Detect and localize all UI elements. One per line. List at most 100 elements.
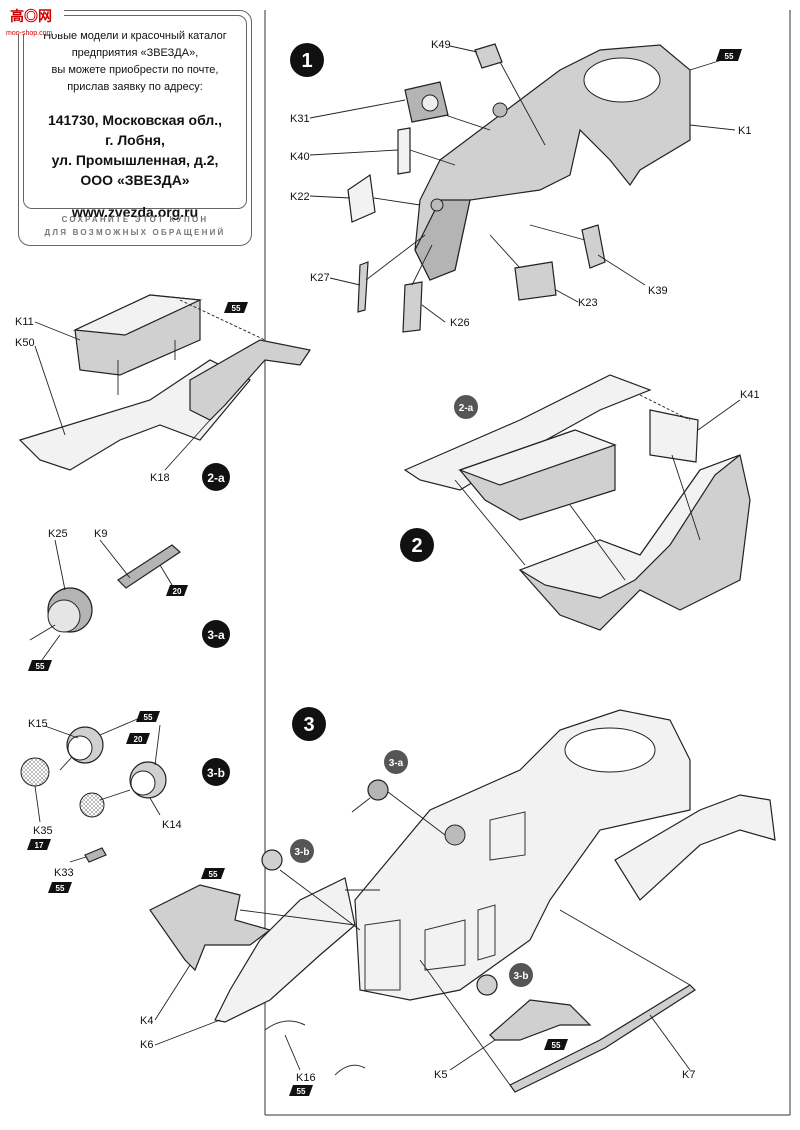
lead-k39 [597, 254, 646, 286]
paint-55-k18: 55 [224, 302, 248, 313]
lamp-arm [351, 797, 371, 813]
step-3b-badge [202, 758, 230, 786]
lens-k35-b [79, 792, 105, 818]
lower-hull-inner [518, 454, 741, 599]
lead-k7-hull [559, 909, 691, 986]
lead-k31 [309, 99, 406, 119]
lead-k31-hull [444, 114, 491, 131]
hatch-bump [430, 198, 444, 212]
step-2a-badge [202, 463, 230, 491]
paint-code: 55 [552, 1041, 561, 1050]
lead-paint-k14 [154, 724, 161, 766]
label-k5: K5 [434, 1069, 447, 1081]
lead-k1 [689, 124, 736, 131]
part-k26 [402, 281, 423, 333]
step-2-number: 2 [411, 535, 422, 557]
lead-k33 [69, 856, 87, 863]
coupon-content: Новые модели и красочный каталог предпри… [23, 15, 247, 220]
label-k22: K22 [290, 191, 310, 203]
step-1: 1 [290, 39, 751, 333]
lead-k14 [149, 797, 161, 816]
coupon-line-3: вы можете приобрести по почте, [51, 64, 219, 76]
lead-assembly-4 [671, 454, 701, 541]
k31-port-icon [421, 94, 439, 112]
lead-k26-hull [411, 244, 433, 286]
label-k39: K39 [648, 285, 668, 297]
address-line-1: 141730, Московская обл., [47, 112, 223, 128]
paint-code: 55 [56, 884, 65, 893]
lens-k35-a [20, 757, 50, 787]
step-2a: K11 K50 K18 55 2-a [15, 294, 311, 491]
lead-k1-paint [689, 59, 723, 71]
turret-ring-3 [564, 727, 656, 773]
step-3-ref-3b-left [290, 839, 314, 863]
watermark-logo: 高◎网 moo-shop.com [4, 4, 64, 37]
step-3-ref-3b-left-text: 3-b [295, 847, 310, 858]
lead-k35-b [99, 789, 131, 801]
label-k1: K1 [738, 125, 751, 137]
label-k35: K35 [33, 825, 53, 837]
paint-chip-icon [27, 839, 51, 850]
side-hatch [424, 919, 466, 971]
part-k18 [189, 339, 311, 421]
lead-k7 [649, 1014, 691, 1071]
headlight-right-icon [476, 974, 498, 996]
step-3a-number: 3-a [207, 628, 225, 642]
part-k27 [357, 261, 369, 313]
lead-3a [387, 791, 446, 836]
lead-k35 [34, 785, 41, 823]
label-k23: K23 [578, 297, 598, 309]
lead-paint-k15 [99, 716, 143, 736]
lead-k6 [154, 1019, 221, 1046]
paint-20-k15: 20 [126, 733, 150, 744]
label-k11: K11 [15, 316, 34, 328]
coupon-line-1: Новые модели и красочный каталог [43, 30, 227, 42]
lamp-assembly-icon [367, 779, 389, 801]
lead-k22 [309, 195, 351, 199]
paint-code: 55 [297, 1087, 306, 1096]
step-3-ref-3a-text: 3-a [389, 758, 404, 769]
paint-55-k33: 55 [48, 882, 72, 893]
upper-hatch [489, 811, 526, 861]
label-k7: K7 [682, 1069, 695, 1081]
handle-k16-b [334, 1064, 366, 1076]
paint-code: 20 [134, 735, 143, 744]
label-k6: K6 [140, 1039, 153, 1051]
paint-chip-icon [716, 49, 742, 61]
paint-chip-icon [224, 302, 248, 313]
paint-chip-icon [136, 711, 160, 722]
lead-k11-k18 [179, 299, 266, 341]
lead-k27-hull [365, 234, 426, 281]
website: www.zvezda.org.ru [71, 204, 199, 220]
lead-k15 [44, 725, 79, 739]
panel-k6 [214, 877, 356, 1023]
label-k25: K25 [48, 528, 68, 540]
turret-ring [583, 57, 661, 103]
lead-k50 [34, 345, 66, 436]
lead-arrow [29, 624, 56, 641]
part-k9 [117, 544, 181, 589]
label-k33: K33 [54, 867, 74, 879]
paint-55-k16: 55 [289, 1085, 313, 1096]
address-line-3: ул. Промышленная, д.2, [51, 152, 219, 168]
part-k49 [474, 43, 503, 69]
address-line-4: ООО «ЗВЕЗДА» [80, 172, 190, 188]
lead-3b-left [279, 869, 361, 931]
watermark-url: moo-shop.com [6, 30, 53, 37]
paint-code: 55 [36, 662, 45, 671]
box-assembly-top [458, 429, 617, 486]
lead-paint-k9 [159, 564, 173, 586]
lead-k23-hull [489, 234, 521, 269]
paint-code: 55 [725, 52, 734, 61]
paint-55-k4: 55 [201, 868, 225, 879]
step-1-number: 1 [301, 50, 312, 72]
label-k26: K26 [450, 317, 470, 329]
panel-k7 [509, 984, 696, 1093]
paint-20-k9: 20 [166, 585, 188, 596]
lead-k16 [284, 1034, 301, 1071]
step-2a-number: 2-a [207, 471, 225, 485]
paint-code: 55 [209, 870, 218, 879]
step-3: 3 3-a 3-b 3-b [140, 707, 776, 1096]
handle-k16-a [264, 1020, 306, 1031]
fender-k5 [489, 999, 592, 1041]
